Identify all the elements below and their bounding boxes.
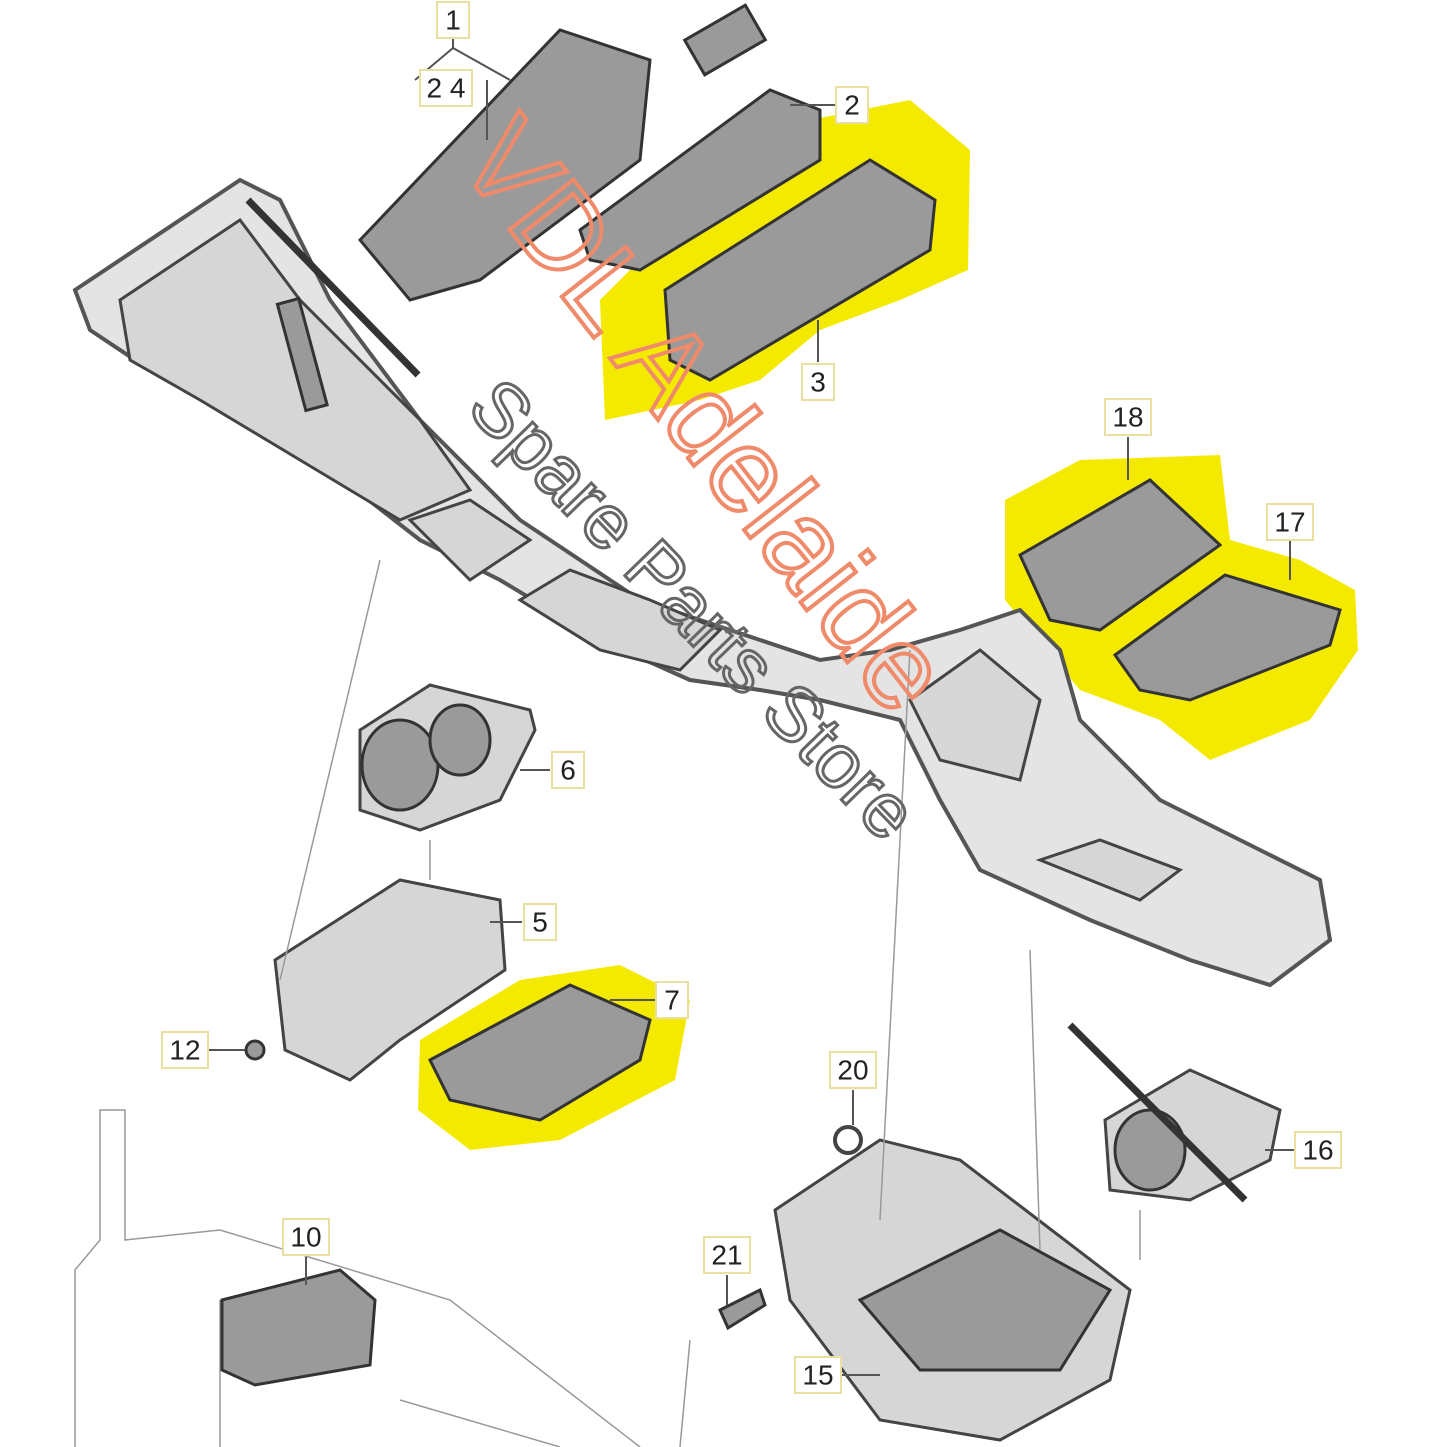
part-3-cover	[663, 158, 937, 382]
console-tray-mid	[517, 568, 723, 672]
part-label-18[interactable]: 18	[1104, 398, 1152, 436]
cup-well	[1113, 1108, 1187, 1192]
part-2-housing	[578, 88, 822, 272]
cup-well	[428, 703, 492, 777]
part-label-17[interactable]: 17	[1266, 503, 1314, 541]
label-text: 17	[1274, 507, 1305, 538]
label-text: 15	[802, 1360, 833, 1391]
label-text: 2 4	[427, 73, 466, 104]
label-text: 20	[837, 1055, 868, 1086]
part-label-15[interactable]: 15	[794, 1356, 842, 1394]
cup-well	[360, 718, 440, 812]
part-label-7[interactable]: 7	[655, 981, 689, 1019]
console-vent-rear	[908, 648, 1042, 782]
part-18-cover	[1018, 478, 1223, 632]
label-text: 10	[290, 1222, 321, 1253]
label-text: 3	[810, 367, 826, 398]
label-text: 5	[532, 907, 548, 938]
part-10-module	[220, 1268, 377, 1387]
part-label-21[interactable]: 21	[703, 1236, 751, 1274]
console-tray-front	[407, 498, 533, 582]
part-connector	[682, 3, 768, 77]
label-text: 16	[1302, 1135, 1333, 1166]
part-12-screw	[244, 1039, 266, 1061]
part-7-cover	[428, 983, 652, 1122]
label-text: 6	[560, 755, 576, 786]
accent-line	[245, 197, 421, 378]
gear-selector	[275, 296, 329, 413]
console-rear-tray	[1035, 838, 1184, 902]
label-text: 21	[711, 1240, 742, 1271]
label-text: 18	[1112, 402, 1143, 433]
part-label-12[interactable]: 12	[161, 1031, 209, 1069]
label-text: 1	[445, 5, 461, 36]
part-21-bolt	[718, 1287, 767, 1331]
label-text: 7	[664, 985, 680, 1016]
part-label-6[interactable]: 6	[551, 751, 585, 789]
part-label-3[interactable]: 3	[801, 363, 835, 401]
part-15-compartment	[857, 1228, 1113, 1372]
label-text: 12	[169, 1035, 200, 1066]
label-text: 2	[844, 90, 860, 121]
leader-lines	[205, 38, 1298, 1376]
part-label-20[interactable]: 20	[829, 1051, 877, 1089]
part-label-10[interactable]: 10	[282, 1218, 330, 1256]
part-17-cover	[1112, 573, 1342, 702]
part-1-trim	[357, 28, 652, 302]
part-20-ring	[833, 1125, 863, 1155]
part-label-2-4[interactable]: 2 4	[419, 69, 473, 107]
part-label-2[interactable]: 2	[835, 86, 869, 124]
part-label-1[interactable]: 1	[436, 1, 470, 39]
accent-line	[1067, 1022, 1248, 1203]
part-label-5[interactable]: 5	[523, 903, 557, 941]
part-5-storage	[273, 878, 507, 1082]
part-label-16[interactable]: 16	[1294, 1131, 1342, 1169]
door-panel-outline	[74, 1109, 691, 1447]
